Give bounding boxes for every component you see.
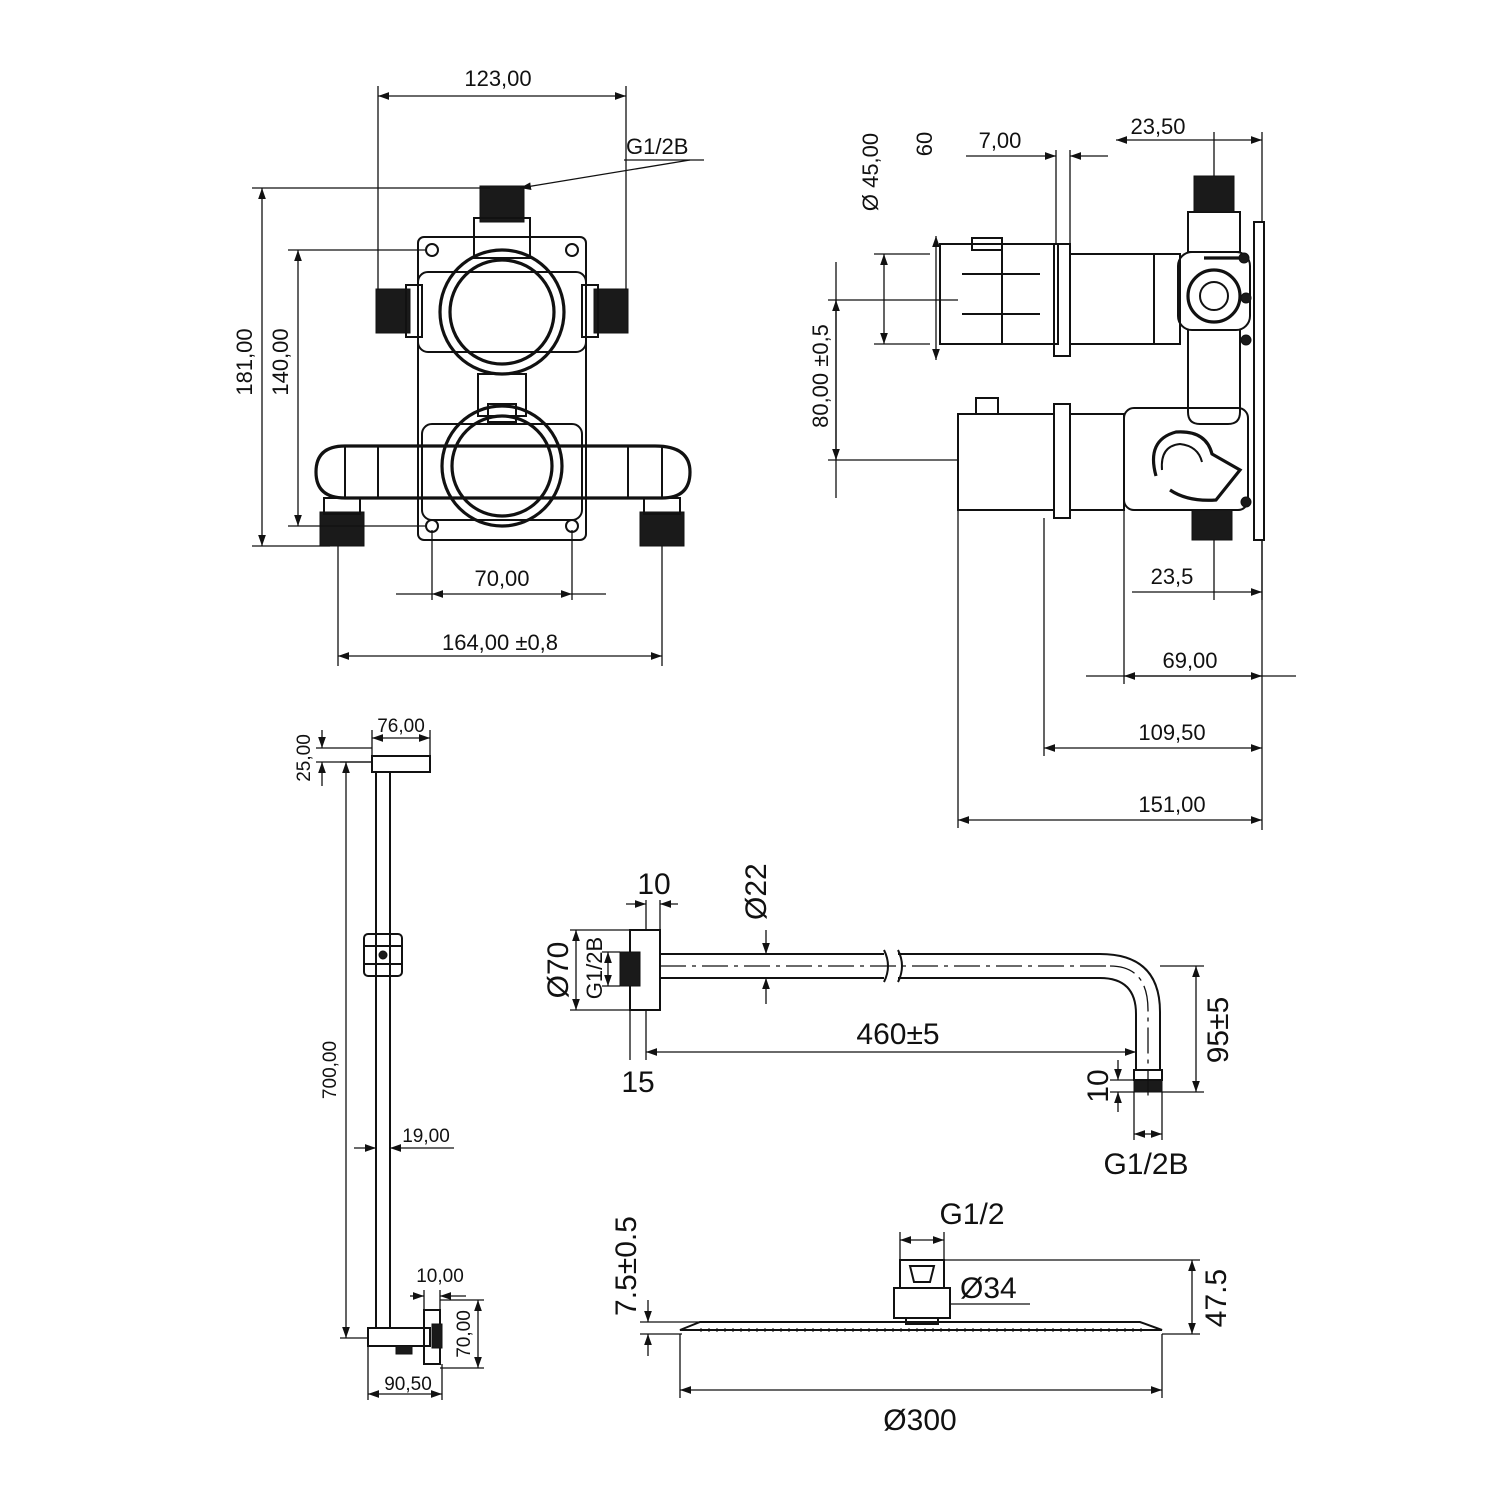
side-top-body	[1187, 211, 1241, 253]
lower-flange	[1053, 403, 1071, 519]
lower-sleeve	[1069, 413, 1125, 511]
upper-valve-body	[417, 271, 587, 353]
dim-arm-flange-thickness: 10	[637, 868, 670, 901]
dim-arm-length: 460±5	[856, 1018, 939, 1051]
dim-arm-diameter: Ø22	[740, 863, 773, 920]
top-inlet-body	[473, 217, 531, 259]
dim-width-top: 123,00	[464, 66, 531, 91]
dim-flange: 7,00	[979, 128, 1022, 153]
dim-height-inner: 140,00	[268, 328, 293, 395]
left-outlet-thread	[319, 511, 365, 547]
dim-depth-top: 23,50	[1130, 114, 1185, 139]
upper-knob	[939, 243, 1059, 345]
lower-valve-ring-inner	[450, 414, 554, 518]
side-bottom-thread	[1191, 509, 1233, 541]
dim-depth-69: 69,00	[1162, 648, 1217, 673]
upper-valve-ring-outer	[438, 248, 566, 376]
dim-arm-flange-diameter: Ø70	[542, 942, 575, 999]
side-wall-plate	[1253, 221, 1265, 541]
dim-arm-drop: 95±5	[1202, 997, 1235, 1064]
dim-knob-height: 60	[912, 132, 937, 156]
lower-outlet-elbow	[1151, 430, 1243, 502]
side-top-thread	[1193, 175, 1235, 213]
lower-valve-housing	[1123, 407, 1249, 511]
mounting-plate	[417, 236, 587, 541]
dim-rail-top-width: 76,00	[377, 716, 425, 737]
lower-outlet-arms	[314, 444, 692, 500]
right-inlet-nut	[581, 284, 599, 338]
left-inlet-thread	[375, 288, 411, 334]
mounting-hole	[565, 243, 579, 257]
dim-inlet-thread: G1/2B	[626, 134, 688, 159]
dim-depth-151: 151,00	[1138, 792, 1205, 817]
upper-flange	[1053, 243, 1071, 357]
upper-valve-ring-inner	[448, 258, 556, 366]
dim-rail-length: 700,00	[320, 1041, 341, 1099]
mixer-side-view: Ø 45,00 60 7,00 23,50 80,00 ±0,5 23,5 69…	[808, 114, 1296, 830]
arm-bend-inner	[898, 977, 1137, 1070]
head-plate	[679, 1321, 1163, 1331]
arm-bend-outer	[898, 953, 1161, 1070]
arm-wall-thread	[619, 951, 641, 987]
shower-head-view: G1/2 7.5±0.5 Ø34 47.5 Ø300	[610, 1198, 1233, 1437]
dim-outlet-span: 164,00 ±0,8	[442, 630, 558, 655]
dim-head-diameter: Ø300	[883, 1404, 956, 1437]
side-vertical-pipe	[1187, 330, 1241, 425]
dim-rail-outlet-gap: 10,00	[416, 1266, 464, 1287]
top-inlet-thread	[479, 185, 525, 223]
dim-head-connector-diameter: Ø34	[960, 1272, 1017, 1305]
dim-knob-spacing: 80,00 ±0,5	[808, 324, 833, 428]
dim-arm-wall-thread: G1/2B	[582, 937, 607, 999]
right-inlet-thread	[593, 288, 629, 334]
dim-knob-diameter: Ø 45,00	[858, 133, 883, 211]
dim-rail-pipe-diameter: 19,00	[402, 1126, 450, 1147]
dim-depth-109: 109,50	[1138, 720, 1205, 745]
mounting-hole	[425, 243, 439, 257]
head-nut	[899, 1259, 945, 1289]
dim-height-total: 181,00	[232, 328, 257, 395]
dim-rail-base-width: 90,50	[384, 1374, 432, 1395]
riser-rail-view: 76,00 25,00 700,00 19,00 10,00 70,00 90,…	[294, 716, 484, 1400]
dim-rail-top-height: 25,00	[294, 734, 315, 782]
head-connector	[893, 1287, 951, 1319]
dim-head-total-height: 47.5	[1200, 1269, 1233, 1327]
dim-hole-spacing: 70,00	[474, 566, 529, 591]
lower-knob	[957, 413, 1055, 511]
dim-arm-outlet-length: 10	[1082, 1069, 1115, 1102]
side-valve-port	[1186, 268, 1242, 324]
right-outlet-thread	[639, 511, 685, 547]
dim-rail-outlet-height: 70,00	[454, 1310, 475, 1358]
mixer-front-view: 123,00 G1/2B 181,00 140,00 70,00 164,00 …	[232, 66, 704, 666]
dim-head-thread: G1/2	[939, 1198, 1004, 1231]
shower-arm-view: 10 Ø22 Ø70 G1/2B 460±5 15 95±5 10	[542, 863, 1235, 1181]
lower-valve-ring-outer	[440, 404, 564, 528]
rail-slider	[363, 933, 403, 977]
dim-head-thickness: 7.5±0.5	[610, 1216, 643, 1316]
left-inlet-nut	[405, 284, 423, 338]
rail-outlet-nozzle	[395, 1345, 413, 1355]
rail-bottom-bracket	[367, 1327, 431, 1347]
lower-valve-body	[421, 423, 583, 521]
upper-sleeve	[1069, 253, 1181, 345]
side-valve-housing	[1177, 251, 1251, 331]
dim-arm-wall-offset: 15	[621, 1066, 654, 1099]
dim-arm-outlet-thread: G1/2B	[1103, 1148, 1188, 1181]
dim-depth-bottom: 23,5	[1151, 564, 1194, 589]
rail-top-bracket	[371, 755, 431, 773]
